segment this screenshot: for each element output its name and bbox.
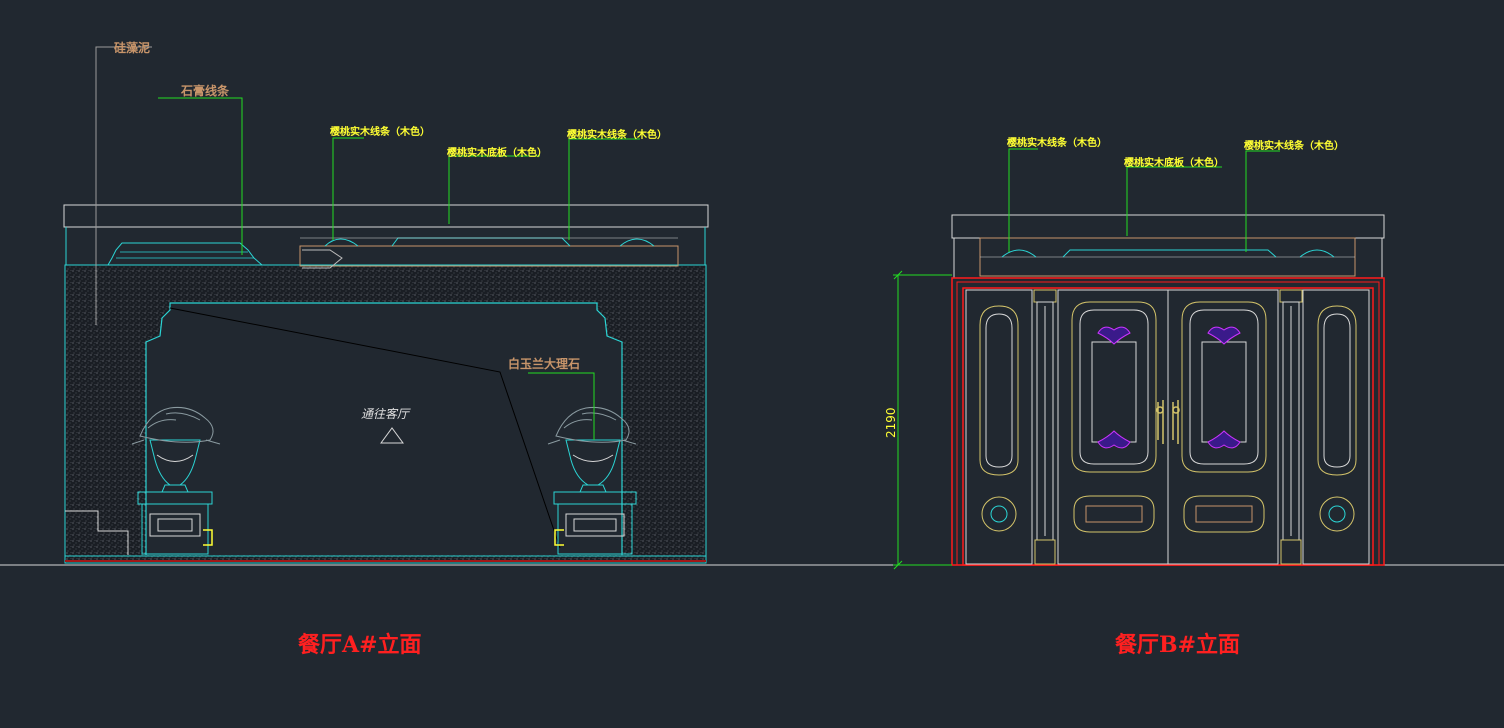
leader-wood-strip-left xyxy=(332,137,364,240)
leader-diatom-mud xyxy=(95,46,152,325)
leader-wood-strip-left xyxy=(1008,148,1038,252)
leader-wood-base xyxy=(1126,166,1222,236)
side-panel-left xyxy=(965,289,1033,565)
height-dimension xyxy=(893,270,952,570)
side-panel-right xyxy=(1302,289,1370,565)
leader-wood-strip-right xyxy=(1245,150,1280,252)
elevation-a: 通往客厅 硅藻泥 石膏线条 樱桃实木线条（木色） 樱桃实木底板（木色） 樱桃实木… xyxy=(63,40,709,658)
floor-skirting xyxy=(64,555,707,564)
ceiling-box xyxy=(951,214,1385,239)
column-right xyxy=(1279,289,1303,565)
callout-wood-strip-right: 樱桃实木线条（木色） xyxy=(1244,139,1344,152)
wood-molding-arches xyxy=(1001,249,1335,258)
wood-panel-bulkhead xyxy=(299,245,679,267)
door-frame-innermost xyxy=(962,287,1374,566)
leader-wood-base xyxy=(448,155,540,224)
leader-marble xyxy=(528,372,595,440)
height-dimension-value: 2190 xyxy=(884,407,898,438)
callout-plaster-molding: 石膏线条 xyxy=(180,83,230,98)
direction-triangle-icon xyxy=(380,427,404,444)
door-ornaments xyxy=(1097,326,1241,449)
elevation-b: 2190 樱桃实木线条（木色） 樱桃实木底板（木色） 樱桃实木线条（木色） 餐厅… xyxy=(884,136,1385,658)
door-handles xyxy=(1156,400,1180,444)
plaster-cornice xyxy=(107,242,263,266)
room-label: 通往客厅 xyxy=(361,407,411,421)
callout-wood-strip-left: 樱桃实木线条（木色） xyxy=(330,125,430,138)
leader-plaster xyxy=(158,97,243,255)
leader-wood-strip-right xyxy=(568,138,640,240)
callout-wood-strip-left: 樱桃实木线条（木色） xyxy=(1007,136,1107,149)
right-pedestal-vase xyxy=(547,407,637,555)
callout-diatom-mud: 硅藻泥 xyxy=(114,40,150,55)
arch-opening-outline xyxy=(145,302,623,555)
section-arrow xyxy=(302,249,343,269)
ceiling-box xyxy=(63,204,709,228)
callout-wood-base-board: 樱桃实木底板（木色） xyxy=(1124,156,1224,169)
elevation-b-title: 餐厅B#立面 xyxy=(1115,632,1240,658)
callout-wood-base-board: 樱桃实木底板（木色） xyxy=(447,146,547,159)
opening-diagonal xyxy=(169,307,561,549)
left-pedestal-vase xyxy=(131,407,221,555)
diatom-mud-wall xyxy=(65,265,706,563)
callout-wood-strip-right: 樱桃实木线条（木色） xyxy=(567,128,667,141)
wood-molding-arches xyxy=(324,237,655,247)
elevation-a-title: 餐厅A#立面 xyxy=(298,632,422,658)
column-left xyxy=(1033,289,1057,565)
cornice-detail xyxy=(116,251,254,259)
stair-profile xyxy=(65,510,129,555)
callout-marble: 白玉兰大理石 xyxy=(508,356,580,371)
